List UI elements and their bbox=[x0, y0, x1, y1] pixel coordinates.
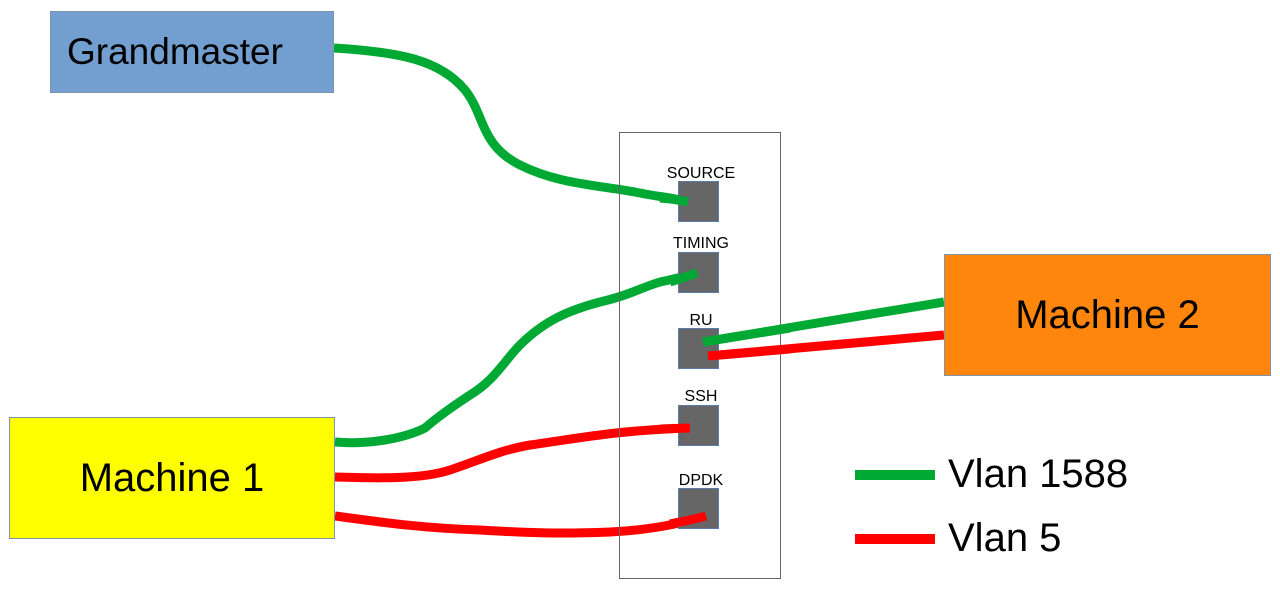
port-dpdk bbox=[678, 488, 719, 529]
port-source bbox=[678, 181, 719, 222]
machine2-label: Machine 2 bbox=[1015, 292, 1200, 337]
legend-swatch-vlan5 bbox=[855, 534, 935, 544]
port-label-dpdk: DPDK bbox=[678, 472, 724, 489]
grandmaster-label: Grandmaster bbox=[67, 31, 283, 72]
legend-swatch-vlan1588 bbox=[855, 470, 935, 480]
machine1-label: Machine 1 bbox=[79, 455, 265, 500]
cable-machine1-dpdk bbox=[334, 511, 708, 538]
port-label-source: SOURCE bbox=[666, 165, 736, 182]
port-label-ssh: SSH bbox=[684, 388, 718, 405]
grandmaster-node: Grandmaster bbox=[50, 11, 334, 93]
machine2-node: Machine 2 bbox=[944, 254, 1271, 376]
port-timing bbox=[678, 252, 719, 293]
cable-grandmaster-source bbox=[333, 43, 690, 207]
legend-label-vlan5: Vlan 5 bbox=[948, 516, 1062, 560]
port-ru bbox=[678, 328, 719, 369]
cable-machine1-ssh bbox=[334, 423, 691, 483]
port-ssh bbox=[678, 405, 719, 446]
legend-label-vlan1588: Vlan 1588 bbox=[948, 452, 1129, 496]
port-label-timing: TIMING bbox=[673, 235, 729, 252]
cable-machine1-timing bbox=[334, 268, 699, 448]
machine1-node: Machine 1 bbox=[9, 417, 335, 539]
